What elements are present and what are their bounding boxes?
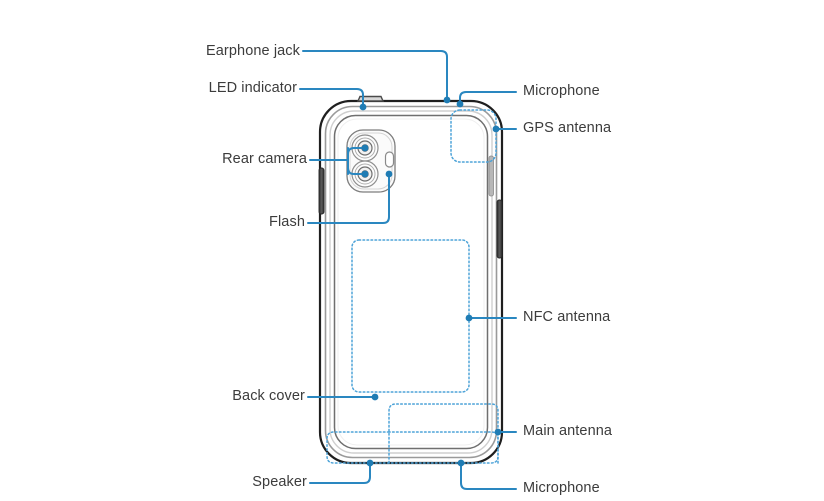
leader-led-indicator (299, 88, 364, 108)
flash-led (384, 151, 395, 168)
leader-dots (359, 96, 502, 467)
callout-label-rear-camera: Rear camera (222, 151, 307, 167)
callout-label-led-indicator: LED indicator (208, 80, 297, 96)
phone-frame-line-1 (324, 105, 498, 459)
phone-back-panel (333, 114, 489, 450)
leader-rear-camera (309, 147, 366, 175)
side-button-left (318, 167, 325, 215)
dot-led-indicator (359, 103, 367, 111)
callout-label-microphone-top: Microphone (523, 83, 600, 99)
volume-button-right (488, 155, 494, 197)
dot-rear-camera-lower (361, 170, 369, 178)
callout-label-nfc-antenna: NFC antenna (523, 309, 611, 325)
dotted-regions (326, 109, 499, 464)
callout-label-speaker: Speaker (252, 474, 307, 490)
leader-lines (299, 50, 517, 490)
leader-microphone-bottom (460, 462, 517, 490)
gps-antenna-region (450, 109, 497, 163)
callout-label-gps-antenna: GPS antenna (523, 120, 612, 136)
leader-earphone-jack (302, 50, 448, 101)
leader-microphone-top (459, 91, 517, 105)
dot-rear-camera-upper (361, 144, 369, 152)
leader-flash (307, 173, 390, 224)
callout-label-microphone-bottom: Microphone (523, 480, 600, 496)
phone-frame-line-2 (329, 110, 493, 454)
earphone-jack-port (356, 95, 385, 102)
dot-back-cover (371, 393, 379, 401)
callout-label-back-cover: Back cover (232, 388, 305, 404)
power-button-right (496, 199, 503, 259)
dot-earphone-jack (443, 96, 451, 104)
dot-nfc-antenna (465, 314, 473, 322)
leader-speaker (309, 462, 371, 484)
speaker-mic-region (326, 431, 499, 464)
dot-microphone-top (456, 100, 464, 108)
dot-microphone-bottom (457, 459, 465, 467)
dot-flash (385, 170, 393, 178)
dot-gps-antenna (492, 125, 500, 133)
callout-label-flash: Flash (269, 214, 305, 230)
nfc-antenna-region (351, 239, 470, 393)
callout-label-main-antenna: Main antenna (523, 423, 613, 439)
dot-speaker (366, 459, 374, 467)
phone-inner-sheen (337, 118, 485, 446)
callout-label-earphone-jack: Earphone jack (206, 43, 300, 59)
dot-main-antenna (494, 428, 502, 436)
